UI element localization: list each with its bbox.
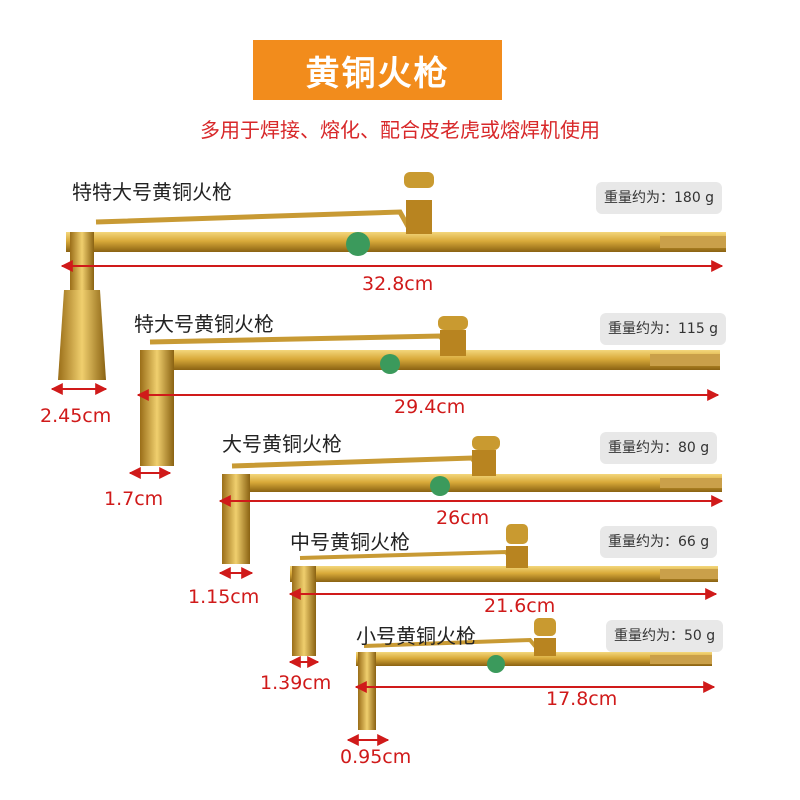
nozzle-label: 2.45cm [40, 405, 112, 427]
product-name: 小号黄铜火枪 [356, 624, 476, 648]
length-label: 17.8cm [546, 688, 618, 710]
torch-l [222, 436, 722, 564]
page-title: 黄铜火枪 [305, 53, 450, 94]
product-name: 中号黄铜火枪 [290, 530, 410, 554]
torch-m [290, 524, 718, 656]
product-name: 特特大号黄铜火枪 [72, 180, 232, 204]
length-label: 21.6cm [484, 595, 556, 617]
nozzle-label: 1.7cm [104, 488, 164, 510]
length-label: 29.4cm [394, 396, 466, 418]
product-name: 大号黄铜火枪 [222, 432, 342, 456]
subtitle: 多用于焊接、熔化、配合皮老虎或熔焊机使用 [200, 118, 600, 142]
torch-s [356, 618, 712, 730]
weight-badge: 重量约为：66 g [600, 526, 718, 558]
weight-badge: 重量约为：115 g [600, 313, 727, 345]
torch-xxl [58, 172, 726, 380]
weight-badge: 重量约为：50 g [606, 620, 724, 652]
weight-badge: 重量约为：80 g [600, 432, 718, 464]
title-banner: 黄铜火枪 [253, 40, 502, 100]
product-name: 特大号黄铜火枪 [134, 312, 274, 336]
length-label: 32.8cm [362, 273, 434, 295]
nozzle-label: 0.95cm [340, 746, 412, 768]
weight-badge: 重量约为：180 g [596, 182, 723, 214]
length-label: 26cm [436, 507, 490, 529]
nozzle-label: 1.15cm [188, 586, 260, 608]
nozzle-label: 1.39cm [260, 672, 332, 694]
torch-xl [140, 316, 720, 466]
